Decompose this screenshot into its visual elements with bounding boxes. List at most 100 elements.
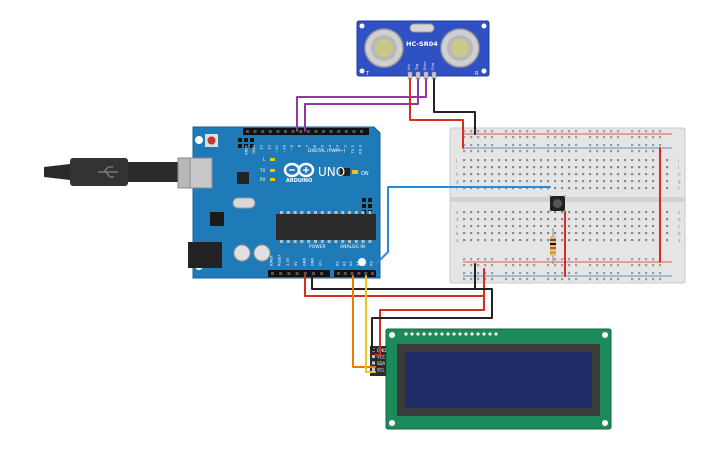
breadboard-hole[interactable] <box>666 180 669 183</box>
rail-hole[interactable] <box>575 150 578 153</box>
rail-hole[interactable] <box>505 130 508 133</box>
breadboard-hole[interactable] <box>645 232 648 235</box>
rail-hole[interactable] <box>659 272 662 275</box>
rail-hole[interactable] <box>645 150 648 153</box>
rail-hole[interactable] <box>561 264 564 267</box>
breadboard-hole[interactable] <box>512 225 515 228</box>
breadboard-hole[interactable] <box>603 218 606 221</box>
breadboard-hole[interactable] <box>519 187 522 190</box>
rail-hole[interactable] <box>519 272 522 275</box>
rail-hole[interactable] <box>603 258 606 261</box>
breadboard-hole[interactable] <box>470 232 473 235</box>
breadboard-hole[interactable] <box>603 211 606 214</box>
breadboard-hole[interactable] <box>477 211 480 214</box>
analog-pin[interactable] <box>337 272 340 275</box>
breadboard-hole[interactable] <box>484 159 487 162</box>
breadboard-hole[interactable] <box>554 218 557 221</box>
breadboard-hole[interactable] <box>568 187 571 190</box>
rail-hole[interactable] <box>519 144 522 147</box>
breadboard-hole[interactable] <box>575 166 578 169</box>
breadboard-hole[interactable] <box>484 211 487 214</box>
breadboard-hole[interactable] <box>645 180 648 183</box>
breadboard-hole[interactable] <box>519 180 522 183</box>
rail-hole[interactable] <box>638 136 641 139</box>
breadboard-hole[interactable] <box>540 232 543 235</box>
rail-hole[interactable] <box>554 144 557 147</box>
rail-hole[interactable] <box>652 150 655 153</box>
breadboard-hole[interactable] <box>568 166 571 169</box>
breadboard-hole[interactable] <box>540 239 543 242</box>
digital-pin[interactable] <box>261 130 265 133</box>
wire-lcd-gnd[interactable] <box>371 288 493 351</box>
rail-hole[interactable] <box>561 258 564 261</box>
rail-hole[interactable] <box>519 136 522 139</box>
rail-hole[interactable] <box>603 136 606 139</box>
breadboard-hole[interactable] <box>596 187 599 190</box>
rail-hole[interactable] <box>526 278 529 281</box>
rail-hole[interactable] <box>554 136 557 139</box>
rail-hole[interactable] <box>463 150 466 153</box>
breadboard-hole[interactable] <box>470 180 473 183</box>
wire-lcd-vcc[interactable] <box>374 295 485 356</box>
rail-hole[interactable] <box>554 130 557 133</box>
rail-hole[interactable] <box>484 278 487 281</box>
breadboard-hole[interactable] <box>505 218 508 221</box>
breadboard-hole[interactable] <box>589 173 592 176</box>
wire-lcd-sda[interactable] <box>352 275 376 368</box>
breadboard-hole[interactable] <box>484 180 487 183</box>
breadboard-hole[interactable] <box>575 159 578 162</box>
rail-hole[interactable] <box>610 278 613 281</box>
breadboard-hole[interactable] <box>526 211 529 214</box>
breadboard-hole[interactable] <box>463 166 466 169</box>
breadboard-hole[interactable] <box>491 232 494 235</box>
rail-hole[interactable] <box>631 258 634 261</box>
rail-hole[interactable] <box>645 278 648 281</box>
rail-hole[interactable] <box>631 136 634 139</box>
breadboard-hole[interactable] <box>519 211 522 214</box>
analog-pins[interactable] <box>337 272 374 275</box>
breadboard-hole[interactable] <box>554 187 557 190</box>
sensor-pin[interactable] <box>407 71 413 80</box>
rail-hole[interactable] <box>589 272 592 275</box>
breadboard-hole[interactable] <box>624 187 627 190</box>
rail-hole[interactable] <box>477 264 480 267</box>
breadboard-hole[interactable] <box>624 211 627 214</box>
breadboard-hole[interactable] <box>575 218 578 221</box>
breadboard-hole[interactable] <box>526 187 529 190</box>
breadboard-hole[interactable] <box>512 173 515 176</box>
breadboard-hole[interactable] <box>589 211 592 214</box>
breadboard-hole[interactable] <box>554 159 557 162</box>
breadboard-hole[interactable] <box>645 159 648 162</box>
breadboard-hole[interactable] <box>575 232 578 235</box>
breadboard-hole[interactable] <box>617 239 620 242</box>
breadboard-hole[interactable] <box>561 173 564 176</box>
analog-pin[interactable] <box>357 272 361 275</box>
breadboard-hole[interactable] <box>505 239 508 242</box>
rail-hole[interactable] <box>554 272 557 275</box>
rail-hole[interactable] <box>533 150 536 153</box>
breadboard-hole[interactable] <box>491 239 494 242</box>
wire-arduino-gnd[interactable] <box>311 263 476 290</box>
rail-hole[interactable] <box>631 272 634 275</box>
rail-hole[interactable] <box>610 258 613 261</box>
breadboard-holes[interactable] <box>463 130 669 281</box>
breadboard-hole[interactable] <box>603 225 606 228</box>
breadboard-hole[interactable] <box>547 180 550 183</box>
rail-hole[interactable] <box>596 144 599 147</box>
breadboard-hole[interactable] <box>519 173 522 176</box>
rail-hole[interactable] <box>603 278 606 281</box>
breadboard-hole[interactable] <box>477 159 480 162</box>
breadboard-hole[interactable] <box>638 232 641 235</box>
pushbutton[interactable] <box>549 195 566 212</box>
breadboard-hole[interactable] <box>638 239 641 242</box>
breadboard-hole[interactable] <box>533 187 536 190</box>
rail-hole[interactable] <box>575 264 578 267</box>
rail-hole[interactable] <box>512 258 515 261</box>
breadboard-hole[interactable] <box>638 211 641 214</box>
breadboard-hole[interactable] <box>582 166 585 169</box>
rail-hole[interactable] <box>617 144 620 147</box>
breadboard-hole[interactable] <box>498 187 501 190</box>
rail-hole[interactable] <box>638 150 641 153</box>
breadboard-hole[interactable] <box>603 173 606 176</box>
sensor-pin[interactable] <box>431 71 437 80</box>
